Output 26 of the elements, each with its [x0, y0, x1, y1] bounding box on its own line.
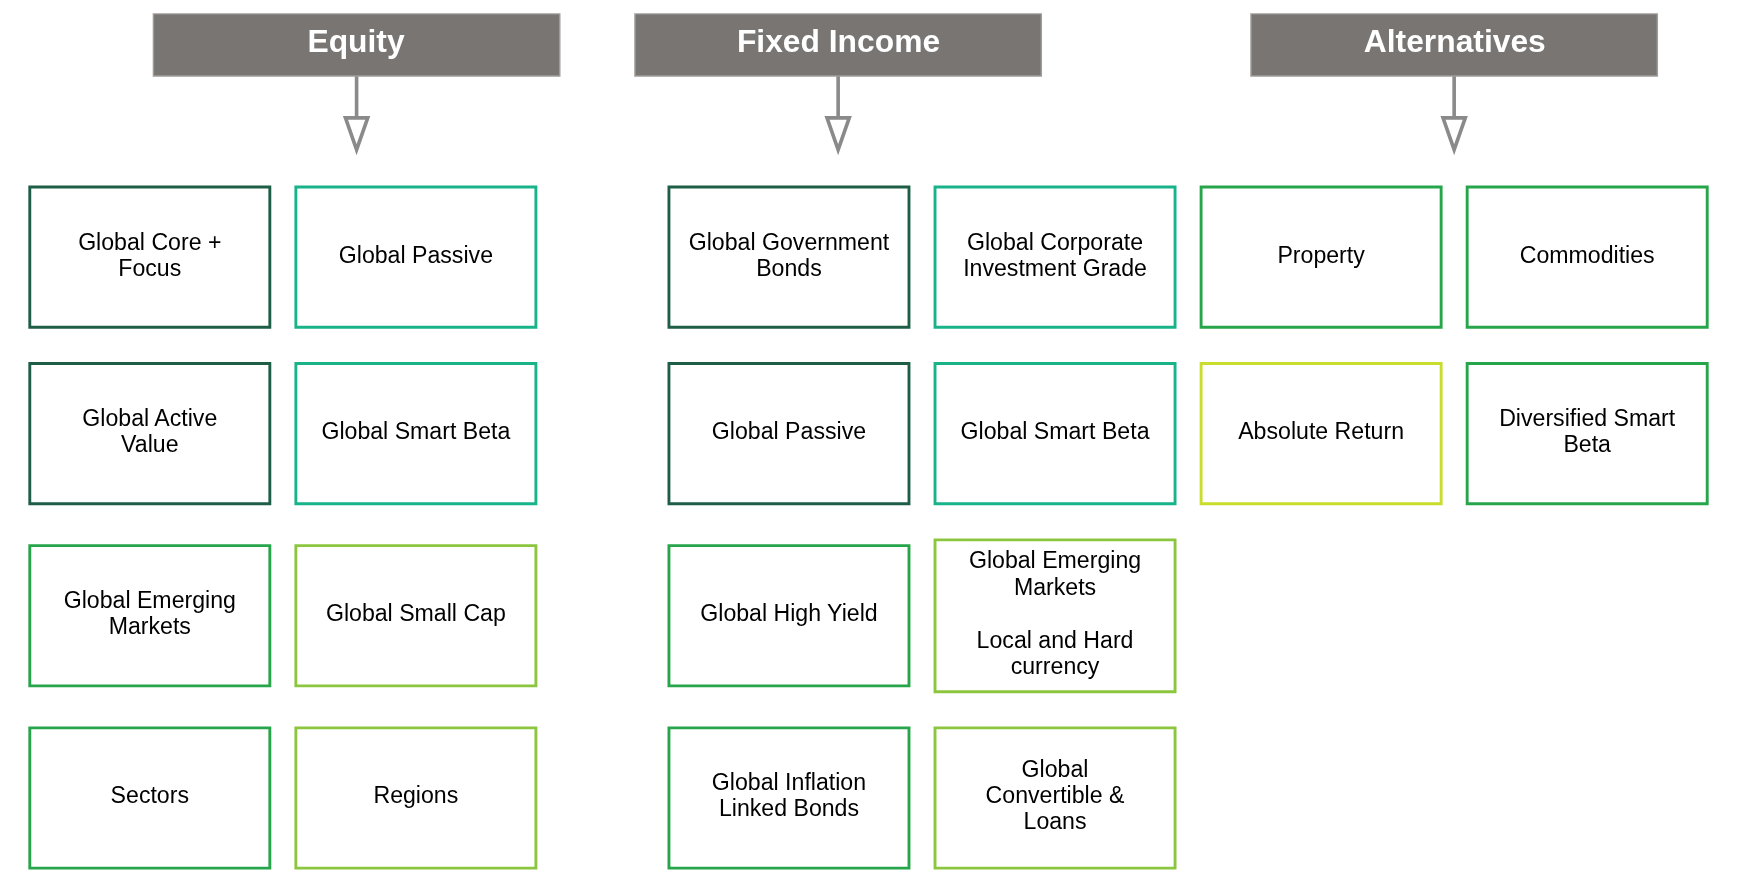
node-box: Alternatives	[1250, 13, 1659, 77]
node-box: Global Emerging Markets	[28, 544, 272, 688]
node-box: Global Inflation Linked Bonds	[667, 726, 911, 870]
arrow	[1440, 76, 1468, 156]
node-box: Global Emerging Markets Local and Hard currency	[933, 538, 1177, 694]
node-box: Global Government Bonds	[667, 185, 911, 329]
node-box: Global Corporate Investment Grade	[933, 185, 1177, 329]
node-box: Property	[1199, 185, 1443, 329]
node-box: Absolute Return	[1199, 362, 1443, 506]
node-box: Sectors	[28, 726, 272, 870]
node-box: Global Small Cap	[294, 544, 538, 688]
node-box: Global Smart Beta	[294, 362, 538, 506]
node-box: Regions	[294, 726, 538, 870]
node-box: Commodities	[1465, 185, 1709, 329]
node-box: Global Active Value	[28, 362, 272, 506]
arrow	[824, 76, 852, 156]
node-box: Global Smart Beta	[933, 362, 1177, 506]
node-box: Global Convertible & Loans	[933, 726, 1177, 870]
arrow	[342, 76, 371, 156]
node-box: Diversified Smart Beta	[1465, 362, 1709, 506]
node-box: Global Passive	[667, 362, 911, 506]
node-box: Global Core + Focus	[28, 185, 272, 329]
node-box: Global Passive	[294, 185, 538, 329]
node-box: Global High Yield	[667, 544, 911, 688]
node-box: Fixed Income	[634, 13, 1043, 77]
node-box: Equity	[152, 13, 561, 77]
